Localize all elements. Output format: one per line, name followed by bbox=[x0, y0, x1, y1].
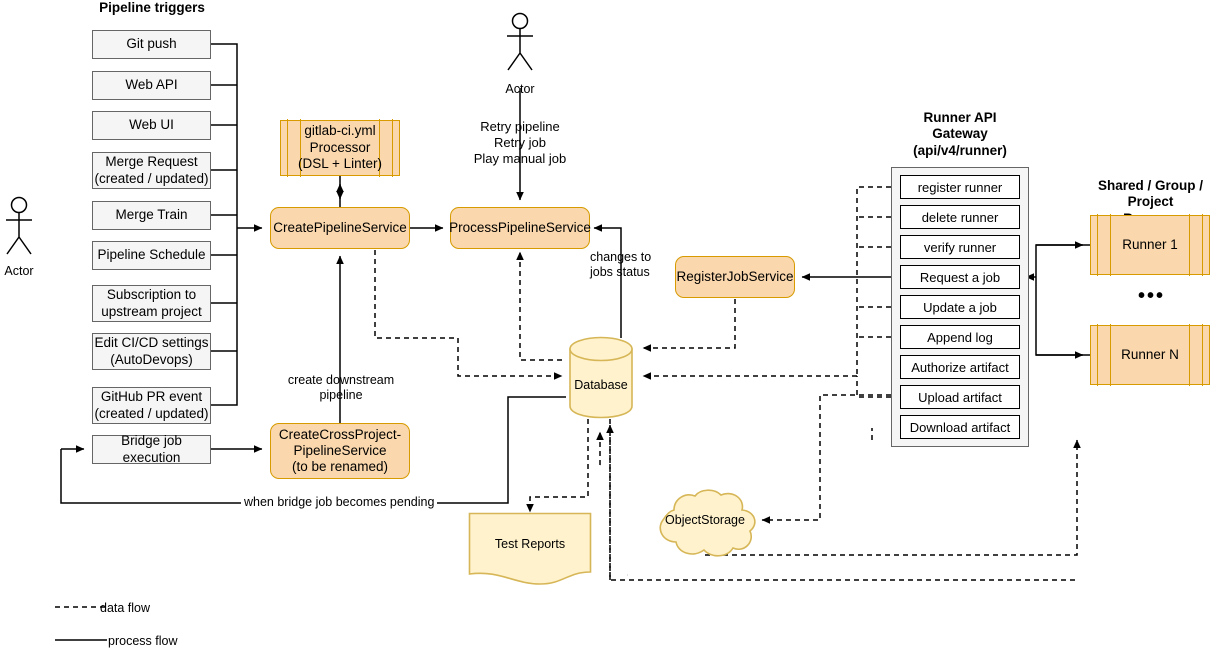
service-label: ProcessPipelineService bbox=[449, 219, 591, 235]
api-label: Append log bbox=[927, 329, 993, 345]
legend-data-flow-label: data flow bbox=[100, 601, 151, 615]
trigger-git-push[interactable]: Git push bbox=[92, 30, 211, 59]
create-cross-project-pipeline-service[interactable]: CreateCrossProject- PipelineService (to … bbox=[270, 423, 410, 479]
api-label: Update a job bbox=[923, 299, 997, 315]
service-label: CreateCrossProject- PipelineService (to … bbox=[278, 426, 402, 475]
pipeline-triggers-heading: Pipeline triggers bbox=[99, 0, 205, 15]
actor-icon bbox=[6, 196, 32, 255]
trigger-label: Git push bbox=[126, 36, 177, 52]
cloud-icon bbox=[659, 489, 756, 557]
register-job-service[interactable]: RegisterJobService bbox=[675, 256, 795, 298]
api-label: delete runner bbox=[921, 209, 999, 225]
service-label: CreatePipelineService bbox=[273, 219, 407, 235]
trigger-label: Edit CI/CD settings (AutoDevops) bbox=[94, 335, 209, 367]
edge-label-changes-to-jobs-status: changes to jobs status bbox=[590, 250, 652, 280]
api-upload-artifact[interactable]: Upload artifact bbox=[900, 385, 1020, 409]
trigger-web-ui[interactable]: Web UI bbox=[92, 111, 211, 140]
runner-api-heading: Runner API Gateway (api/v4/runner) bbox=[913, 110, 1007, 158]
api-authorize-artifact[interactable]: Authorize artifact bbox=[900, 355, 1020, 379]
api-append-log[interactable]: Append log bbox=[900, 325, 1020, 349]
runners-ellipsis: ••• bbox=[1138, 285, 1166, 307]
database-store[interactable]: Database bbox=[566, 335, 636, 420]
runner-label: Runner 1 bbox=[1122, 236, 1178, 252]
component-label: gitlab-ci.yml Processor (DSL + Linter) bbox=[298, 123, 382, 172]
trigger-label: Bridge job execution bbox=[121, 433, 182, 465]
service-label: RegisterJobService bbox=[676, 268, 794, 284]
edge-label-bridge-pending: when bridge job becomes pending bbox=[241, 495, 438, 511]
runner-label: Runner N bbox=[1121, 346, 1179, 362]
api-label: Download artifact bbox=[909, 419, 1011, 435]
test-reports-label: Test Reports bbox=[494, 537, 566, 551]
actor-top-label: Actor bbox=[505, 82, 535, 96]
legend-process-flow-label: process flow bbox=[108, 634, 178, 648]
api-request-a-job[interactable]: Request a job bbox=[900, 265, 1020, 289]
trigger-pipeline-schedule[interactable]: Pipeline Schedule bbox=[92, 241, 211, 270]
api-label: Request a job bbox=[919, 269, 1001, 285]
trigger-web-api[interactable]: Web API bbox=[92, 71, 211, 100]
api-label: verify runner bbox=[923, 239, 997, 255]
trigger-label: Merge Train bbox=[115, 207, 188, 223]
database-label: Database bbox=[574, 378, 628, 392]
object-storage-label: ObjectStorage bbox=[665, 513, 745, 527]
test-reports-document[interactable]: Test Reports bbox=[468, 512, 592, 585]
runner-1[interactable]: Runner 1 bbox=[1090, 214, 1210, 276]
trigger-merge-train[interactable]: Merge Train bbox=[92, 201, 211, 230]
actor-left-label: Actor bbox=[4, 264, 34, 278]
api-label: Authorize artifact bbox=[911, 359, 1009, 375]
api-verify-runner[interactable]: verify runner bbox=[900, 235, 1020, 259]
api-download-artifact[interactable]: Download artifact bbox=[900, 415, 1020, 439]
trigger-label: GitHub PR event (created / updated) bbox=[94, 389, 209, 421]
edge-label-retry: Retry pipeline Retry job Play manual job bbox=[473, 119, 567, 166]
actor-left bbox=[2, 196, 36, 271]
trigger-subscription[interactable]: Subscription to upstream project bbox=[92, 285, 211, 322]
api-update-a-job[interactable]: Update a job bbox=[900, 295, 1020, 319]
create-pipeline-service[interactable]: CreatePipelineService bbox=[270, 207, 410, 249]
api-delete-runner[interactable]: delete runner bbox=[900, 205, 1020, 229]
actor-top bbox=[503, 12, 537, 87]
object-storage-cloud[interactable]: ObjectStorage bbox=[645, 488, 765, 560]
trigger-label: Web UI bbox=[129, 117, 174, 133]
trigger-edit-cicd[interactable]: Edit CI/CD settings (AutoDevops) bbox=[92, 333, 211, 370]
trigger-label: Subscription to upstream project bbox=[101, 287, 202, 319]
legend-solid-line bbox=[55, 639, 107, 641]
trigger-label: Pipeline Schedule bbox=[97, 247, 206, 263]
runner-n[interactable]: Runner N bbox=[1090, 324, 1210, 386]
trigger-bridge-job[interactable]: Bridge job execution bbox=[92, 433, 211, 465]
trigger-github-pr[interactable]: GitHub PR event (created / updated) bbox=[92, 387, 211, 424]
api-label: register runner bbox=[917, 179, 1003, 195]
actor-icon bbox=[507, 12, 533, 71]
document-icon bbox=[468, 512, 592, 585]
trigger-merge-request[interactable]: Merge Request (created / updated) bbox=[92, 152, 211, 189]
api-register-runner[interactable]: register runner bbox=[900, 175, 1020, 199]
edge-label-create-downstream-pipeline: create downstream pipeline bbox=[287, 373, 395, 403]
trigger-label: Merge Request (created / updated) bbox=[94, 154, 209, 186]
database-cylinder-icon bbox=[569, 336, 633, 419]
api-label: Upload artifact bbox=[918, 389, 1002, 405]
process-pipeline-service[interactable]: ProcessPipelineService bbox=[449, 207, 591, 249]
gitlab-ci-yml-processor[interactable]: gitlab-ci.yml Processor (DSL + Linter) bbox=[280, 119, 400, 177]
trigger-label: Web API bbox=[125, 77, 178, 93]
